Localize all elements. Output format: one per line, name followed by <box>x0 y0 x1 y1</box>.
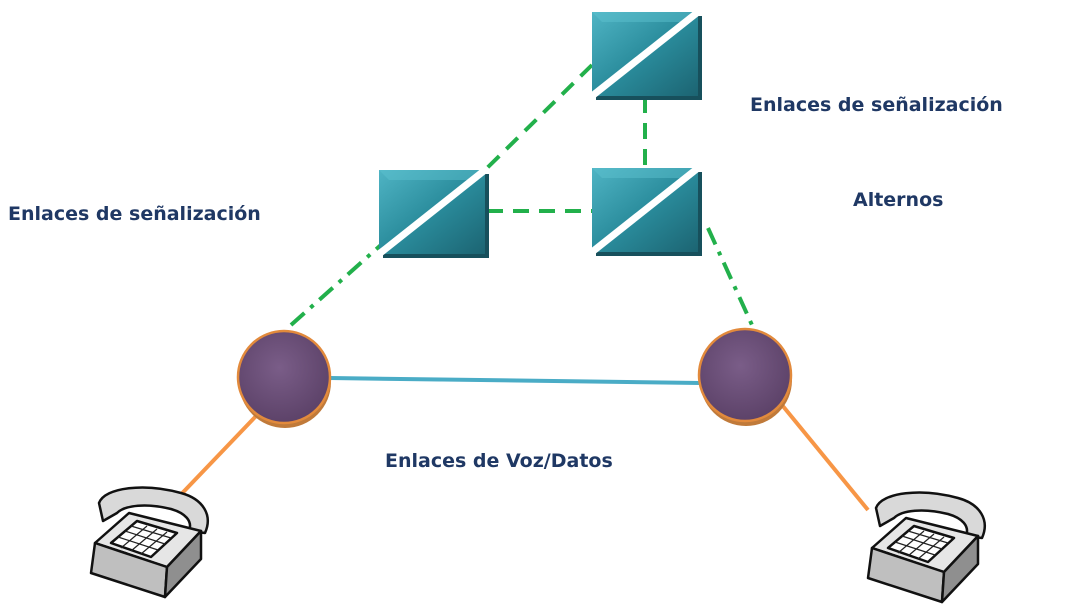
stp-router-icon <box>589 9 702 100</box>
signaling-link-top-to-middle <box>483 63 594 172</box>
label-signaling-right: Enlaces de señalización <box>750 94 1003 116</box>
label-signaling-left: Enlaces de señalización <box>8 203 261 225</box>
signaling-link-right-node-to-right <box>706 227 754 326</box>
stp-router-icon <box>589 165 702 256</box>
label-voice-data: Enlaces de Voz/Datos <box>385 450 613 472</box>
voice-data-link <box>329 376 701 385</box>
phone-link-right <box>780 403 870 512</box>
telephone-icon <box>89 486 209 599</box>
stp-router-icon <box>376 167 489 258</box>
switch-node-icon <box>236 329 332 428</box>
telephone-icon <box>866 491 986 604</box>
signaling-link-left-node-to-middle <box>289 242 384 327</box>
signaling-links <box>289 63 754 327</box>
switch-node-icon <box>697 327 793 426</box>
label-alternates: Alternos <box>853 189 944 211</box>
